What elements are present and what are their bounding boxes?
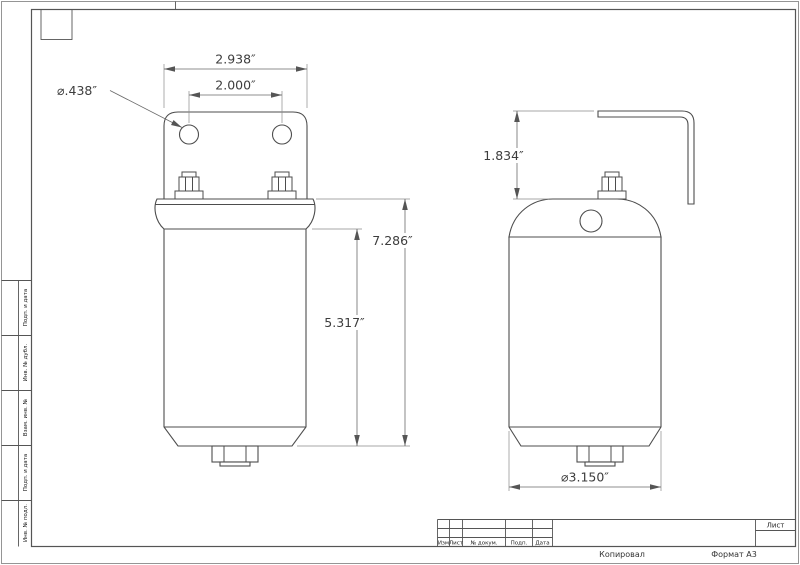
filter-body-front bbox=[163, 228, 307, 447]
format-label: Формат A3 bbox=[711, 550, 757, 559]
titleblock-col-list: Лист bbox=[449, 541, 464, 547]
bolt-side bbox=[597, 171, 627, 200]
dim-body-diameter: ⌀3.150″ bbox=[561, 470, 609, 485]
dim-hole-spacing: 2.000″ bbox=[215, 78, 256, 93]
titleblock-sheet-label: Лист bbox=[767, 522, 785, 530]
dim-bracket-width: 2.938″ bbox=[215, 52, 256, 67]
copied-label: Копировал bbox=[599, 550, 645, 559]
bottom-margin: Копировал Формат A3 bbox=[599, 550, 757, 559]
margin-cell-label: Подп. и дата bbox=[23, 289, 29, 326]
titleblock-col-doc: № докум. bbox=[470, 541, 497, 547]
title-block: Изм Лист № докум. Подп. Дата Лист bbox=[437, 519, 796, 547]
front-view bbox=[154, 111, 316, 467]
outlet-nub-side bbox=[576, 445, 624, 463]
margin-cell-label: Взам. инв. № bbox=[23, 399, 29, 437]
margin-cell-label: Инв. № дубл. bbox=[23, 343, 29, 381]
bracket-hole-right bbox=[271, 124, 293, 145]
filter-body-side bbox=[508, 236, 662, 447]
mounting-bracket-side bbox=[597, 110, 695, 205]
bracket-hole-left bbox=[178, 124, 200, 145]
side-view bbox=[508, 110, 695, 467]
titleblock-col-data: Дата bbox=[535, 541, 549, 547]
dim-hole-diameter: ⌀.438″ bbox=[57, 83, 97, 98]
left-margin-strip: Подп. и дата Инв. № дубл. Взам. инв. № П… bbox=[1, 280, 32, 547]
margin-cell-label: Подп. и дата bbox=[23, 454, 29, 491]
filter-cap-front bbox=[154, 198, 316, 230]
corner-box bbox=[40, 9, 73, 40]
dim-total-height: 7.286″ bbox=[372, 233, 413, 248]
margin-cell-label: Инв. № подл. bbox=[23, 504, 29, 542]
dimensions: 2.938″ 2.000″ ⌀.438″ 7.286″ 5.317″ 1.834… bbox=[57, 52, 662, 491]
dim-bracket-height: 1.834″ bbox=[483, 148, 524, 163]
titleblock-col-podp: Подп. bbox=[511, 541, 528, 547]
titleblock-col-izm: Изм bbox=[438, 541, 449, 547]
dim-body-height: 5.317″ bbox=[324, 315, 365, 330]
outlet-nub-front bbox=[211, 445, 259, 463]
cap-port-hole bbox=[579, 209, 603, 233]
mounting-bracket-front bbox=[163, 111, 308, 200]
